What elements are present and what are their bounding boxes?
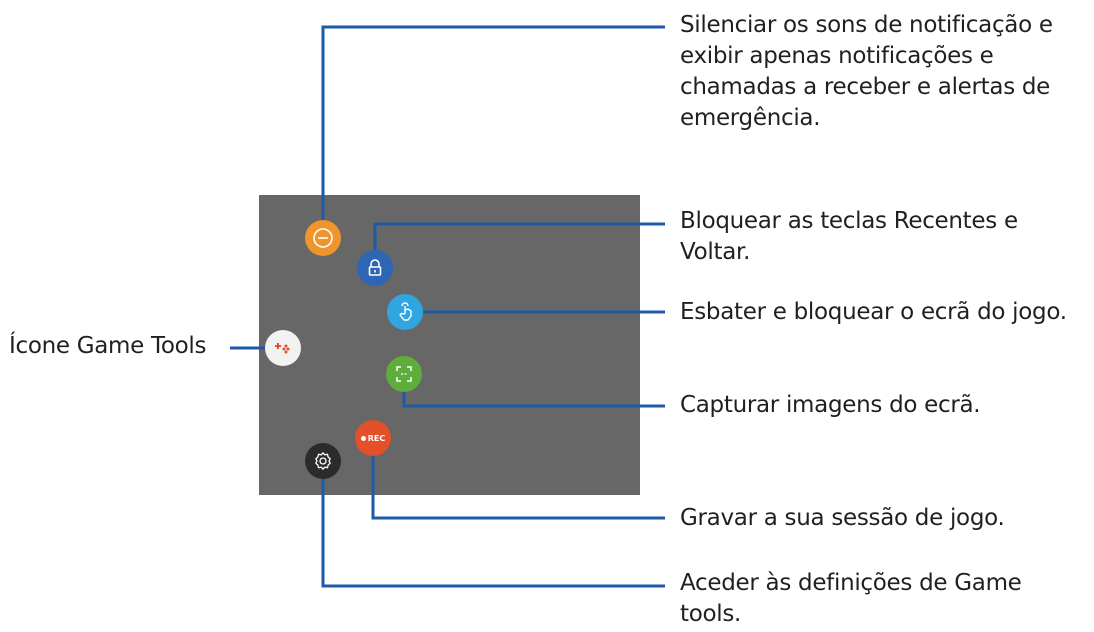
- record-button-text: REC: [367, 433, 386, 443]
- game-tools-description: Ícone Game Tools: [9, 333, 207, 359]
- mute-notifications-button[interactable]: [305, 220, 341, 256]
- leader-line-screenshot: [402, 390, 665, 408]
- screenshot-description: Capturar imagens do ecrã.: [680, 392, 981, 418]
- leader-line-settings: [321, 478, 665, 588]
- game-tools-button[interactable]: [265, 330, 301, 366]
- settings-button[interactable]: [305, 443, 341, 479]
- gear-icon: [315, 452, 331, 470]
- touch-lock-icon: [399, 302, 412, 321]
- touch-lock-button[interactable]: [387, 294, 423, 330]
- mute-description: Silenciar os sons de notificação e exibi…: [680, 12, 1053, 131]
- settings-description: Aceder às definições de Game tools.: [680, 570, 1022, 627]
- screenshot-button[interactable]: [386, 356, 422, 392]
- lock-icon: [368, 259, 382, 276]
- lock-keys-description: Bloquear as teclas Recentes e Voltar.: [680, 208, 1018, 265]
- screenshot-icon: [396, 366, 412, 382]
- game-tools-icon: [275, 343, 290, 354]
- lock-keys-button[interactable]: [357, 250, 393, 286]
- record-button[interactable]: REC: [355, 420, 391, 456]
- record-description: Gravar a sua sessão de jogo.: [680, 505, 1005, 531]
- leader-line-record: [371, 456, 665, 520]
- dim-lock-description: Esbater e bloquear o ecrã do jogo.: [680, 299, 1067, 325]
- record-icon: [360, 435, 366, 441]
- leader-line-mute: [321, 25, 665, 238]
- minus-circle-icon: [313, 228, 333, 248]
- leader-line-lock: [373, 222, 665, 250]
